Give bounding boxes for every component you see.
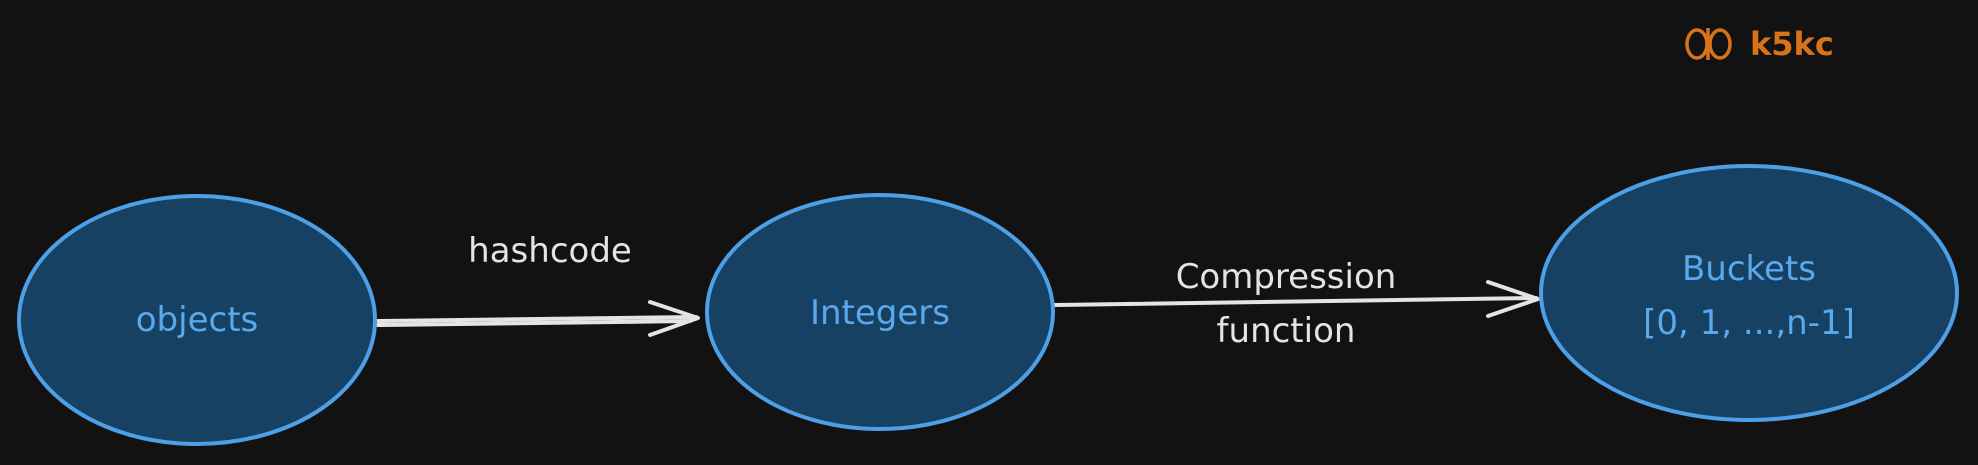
node-objects-label: objects (136, 300, 259, 340)
edge-label-function: function (1217, 311, 1356, 351)
node-objects: objects (17, 194, 377, 446)
edge-objects-to-integers: hashcode (376, 231, 700, 337)
node-buckets: Buckets [0, 1, ...,n-1] (1539, 164, 1959, 422)
node-integers: Integers (705, 193, 1055, 431)
logo: k5kc (1685, 25, 1834, 63)
edge-label-compression: Compression (1176, 257, 1397, 297)
node-buckets-range-label: [0, 1, ...,n-1] (1643, 303, 1855, 343)
node-integers-label: Integers (810, 293, 950, 333)
logo-text: k5kc (1750, 25, 1834, 63)
edge-label-hashcode: hashcode (468, 231, 632, 271)
edge-integers-to-buckets: Compression function (1053, 257, 1540, 351)
infinity-knot-icon (1685, 28, 1732, 60)
node-buckets-label: Buckets (1682, 249, 1816, 289)
